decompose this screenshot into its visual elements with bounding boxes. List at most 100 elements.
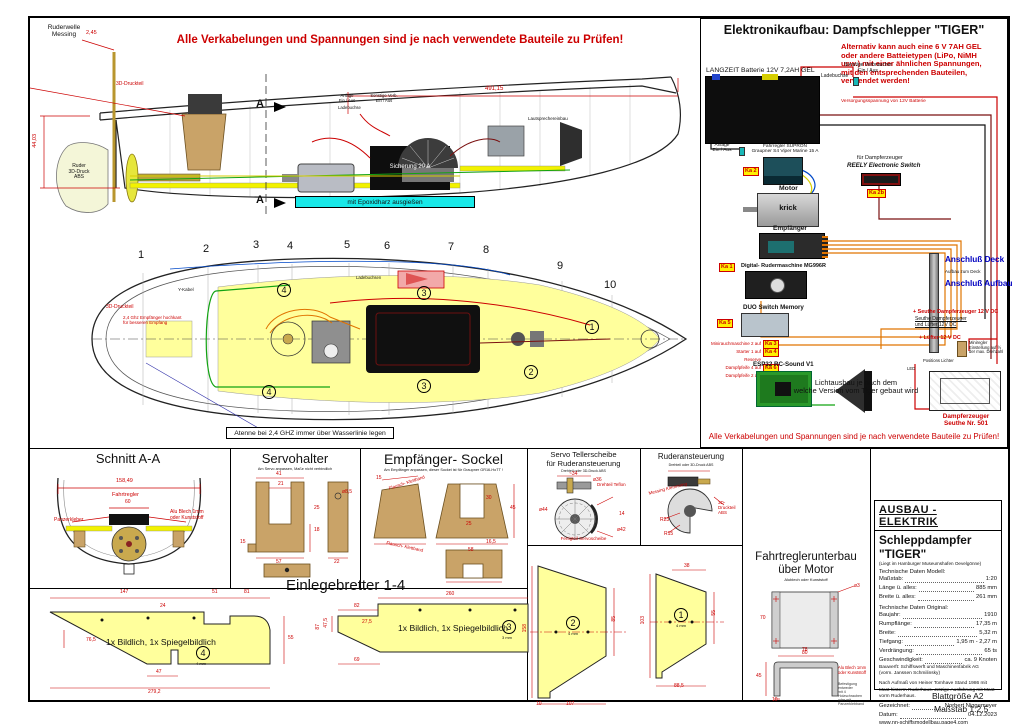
orig-row-5-label: Geschwindigkeit: xyxy=(879,656,923,663)
b4-dim-47: 47 xyxy=(156,669,162,675)
duo-switch-unit xyxy=(741,313,789,337)
servohalter-section: Servohalter Am Servo anpassen, Maße nich… xyxy=(230,448,360,588)
orig-row-0-value: 1910 xyxy=(984,611,997,618)
b2-dim-107: 107 xyxy=(566,701,575,707)
station-8: 8 xyxy=(483,244,490,256)
speaker-frame xyxy=(864,371,872,411)
servohalter-subtitle: Am Servo anpassen, Maße nicht verbindlic… xyxy=(257,467,333,471)
sonstige-verbraucher-label: Sonstige Verbraucher Ein / Aus xyxy=(843,62,893,74)
ruderwelle-label: Ruderwelle Messing xyxy=(47,24,81,39)
unterbau-subtitle: Alublech oder Kunststoff xyxy=(784,577,828,582)
ruderansteuerung-drawing xyxy=(663,470,725,534)
te-dim-44: ø44 xyxy=(539,507,548,513)
b3-dim-260: 260 xyxy=(446,591,455,597)
sicherung-label: Sicherung 20 A xyxy=(389,164,431,170)
panel-warning-text: Alle Verkabelungen und Spannungen sind j… xyxy=(708,432,1000,441)
b2-thickness: 4 mm xyxy=(568,631,578,636)
b1-dim-38: 38 xyxy=(684,563,690,569)
board-pos-2: 2 xyxy=(524,365,538,379)
b3-number: 3 xyxy=(502,620,516,634)
divider-v5 xyxy=(742,448,743,702)
esp32-board xyxy=(756,371,812,407)
aufmass-note: Nach Aufmaß von Heiner Tomhave Stand 198… xyxy=(879,681,995,699)
epoxy-note: mit Epoxidharz ausgießen xyxy=(295,196,475,208)
panel-title: Elektronikaufbau: Dampfschlepper "TIGER" xyxy=(723,23,985,37)
gezeichnet-value: Norbert Niggemeyer xyxy=(944,703,997,710)
teflon-label: Drehteil Teflon xyxy=(597,482,626,487)
ub-dim-80: 80 xyxy=(802,650,808,656)
duo-switch-label: DUO Switch Memory xyxy=(743,304,804,311)
model-row-0-label: Maßstab: xyxy=(879,576,904,582)
sockel-section: Empfänger- Sockel Am Empfänger anpassen,… xyxy=(360,448,527,588)
b3-dim-87: 87 xyxy=(315,624,321,630)
titleblock-header: AUSBAU - ELEKTRIK xyxy=(879,504,938,528)
y-kabel-label: Y-Kabel xyxy=(178,287,194,292)
anschluss-deck-label: Anschluß Deck xyxy=(945,255,1005,264)
board-1-drawing xyxy=(649,569,724,687)
model-row-1-value: 885 mm xyxy=(976,584,997,591)
ruderansteuerung-section: Ruderansteuerung Drehteil oder 3D-Druck … xyxy=(640,448,742,545)
orig-row-0-label: Baujahr: xyxy=(879,611,901,618)
station-1: 1 xyxy=(138,249,145,261)
motor-shaft xyxy=(743,207,757,212)
schnitt-dim-60: 60 xyxy=(125,499,131,505)
te-dim-36: ø36 xyxy=(593,477,602,483)
titleblock-ship-name: Schleppdampfer "TIGER" xyxy=(879,533,972,561)
anlage-panel-label: Anlage Ein / Aus xyxy=(712,143,732,154)
sheet-size-label: Blattgröße A2 xyxy=(932,691,984,701)
tag-ka5: Ka 5 xyxy=(717,319,733,329)
ub-dim-10: 10 xyxy=(772,697,778,703)
b3-mirror-text: 1x Bildlich, 1x Spiegelbildlich xyxy=(398,623,508,633)
station-5: 5 xyxy=(344,239,351,251)
schnitt-section: Schnitt A-A 158,49 60 Fahrtregler Panzer… xyxy=(28,448,230,588)
model-row-0-value: 1:20 xyxy=(985,576,997,582)
schnitt-drawing xyxy=(56,477,202,575)
orig-row-1-value: 17,35 m xyxy=(976,620,997,627)
rudermaschine-unit xyxy=(745,271,807,299)
antenna-note: Atenne bei 2,4 GHZ immer über Wasserlini… xyxy=(226,427,394,439)
board-pos-3b: 3 xyxy=(417,379,431,393)
sheet-scale-label: Maßstab 1:2,5 xyxy=(934,704,989,714)
teller-drawing xyxy=(554,475,614,540)
datum-value: 04.12.2023 xyxy=(967,712,997,719)
seuthe-12v-label: + Seuthe Dampferzeuger 12 V DC xyxy=(913,309,999,315)
battery-12v xyxy=(705,74,820,144)
ru-dim-r23: R23 xyxy=(660,517,670,523)
befestigung-note: Befestigung entweder mit 4 Holzschrauben… xyxy=(838,682,864,707)
board-pos-4: 4 xyxy=(277,283,291,297)
ub-dim-78: 78 xyxy=(802,647,808,653)
einlegebretter-heading: Einlegebretter 1-4 xyxy=(286,577,406,594)
sonstige-switch-label: Sonstige Verb. Ein / Aus xyxy=(370,93,398,103)
divider-v3 xyxy=(527,448,528,702)
model-row-2: Breite ü. alles:261 mm xyxy=(879,593,997,602)
wire-row-1-tag: Ka 4 xyxy=(763,348,779,358)
dim-44-03: 44,03 xyxy=(32,134,38,148)
fuer-dampferzeuger-label: für Dampferzeuger xyxy=(857,155,903,161)
datum-label: Datum: xyxy=(879,712,898,719)
b2-dim-10: 10 xyxy=(536,701,542,707)
esp32-label: ESP32 RC-Sound V1 xyxy=(753,361,814,368)
reely-switch-label: REELY Electronic Switch xyxy=(847,162,921,169)
anschluss-aufbau-label: Anschluß Aufbau xyxy=(945,279,1013,288)
ub-dim-70: 70 xyxy=(760,615,766,621)
sh-dim-41: 41 xyxy=(276,471,282,477)
station-2: 2 xyxy=(203,243,210,255)
wire-row-4: Dampfpfeife 2 auf xyxy=(725,373,761,378)
druckteil-label-top: 3D-Druckteil xyxy=(106,304,134,310)
section-a-marker-bottom: A xyxy=(256,194,264,206)
orig-row-4-value: 65 ts xyxy=(984,647,997,654)
teller-subtitle: Drehteil oder 3D-Druck ABS xyxy=(561,469,606,473)
wire-row-1: Starter 1 auf xyxy=(736,349,761,354)
te-dim-42: ø42 xyxy=(617,527,626,533)
lichtausbau-note: Lichtausbau je nach dem welche Version v… xyxy=(793,378,919,396)
deck-connector xyxy=(929,253,939,353)
speaker-cone xyxy=(835,369,865,413)
orig-row-4-label: Verdrängung: xyxy=(879,647,914,654)
model-data-header: Technische Daten Modell: xyxy=(879,569,946,575)
anlage-switch xyxy=(739,147,745,156)
orig-row-5: Geschwindigkeit:ca. 9 Knoten xyxy=(879,656,997,665)
boiler-inner xyxy=(940,378,990,404)
gezeichnet-label: Gezeichnet: xyxy=(879,703,910,710)
tag-ka2b: Ka 2b xyxy=(867,189,886,199)
board-1-section: 38 103 55 88,5 1 4 mm xyxy=(640,563,760,700)
